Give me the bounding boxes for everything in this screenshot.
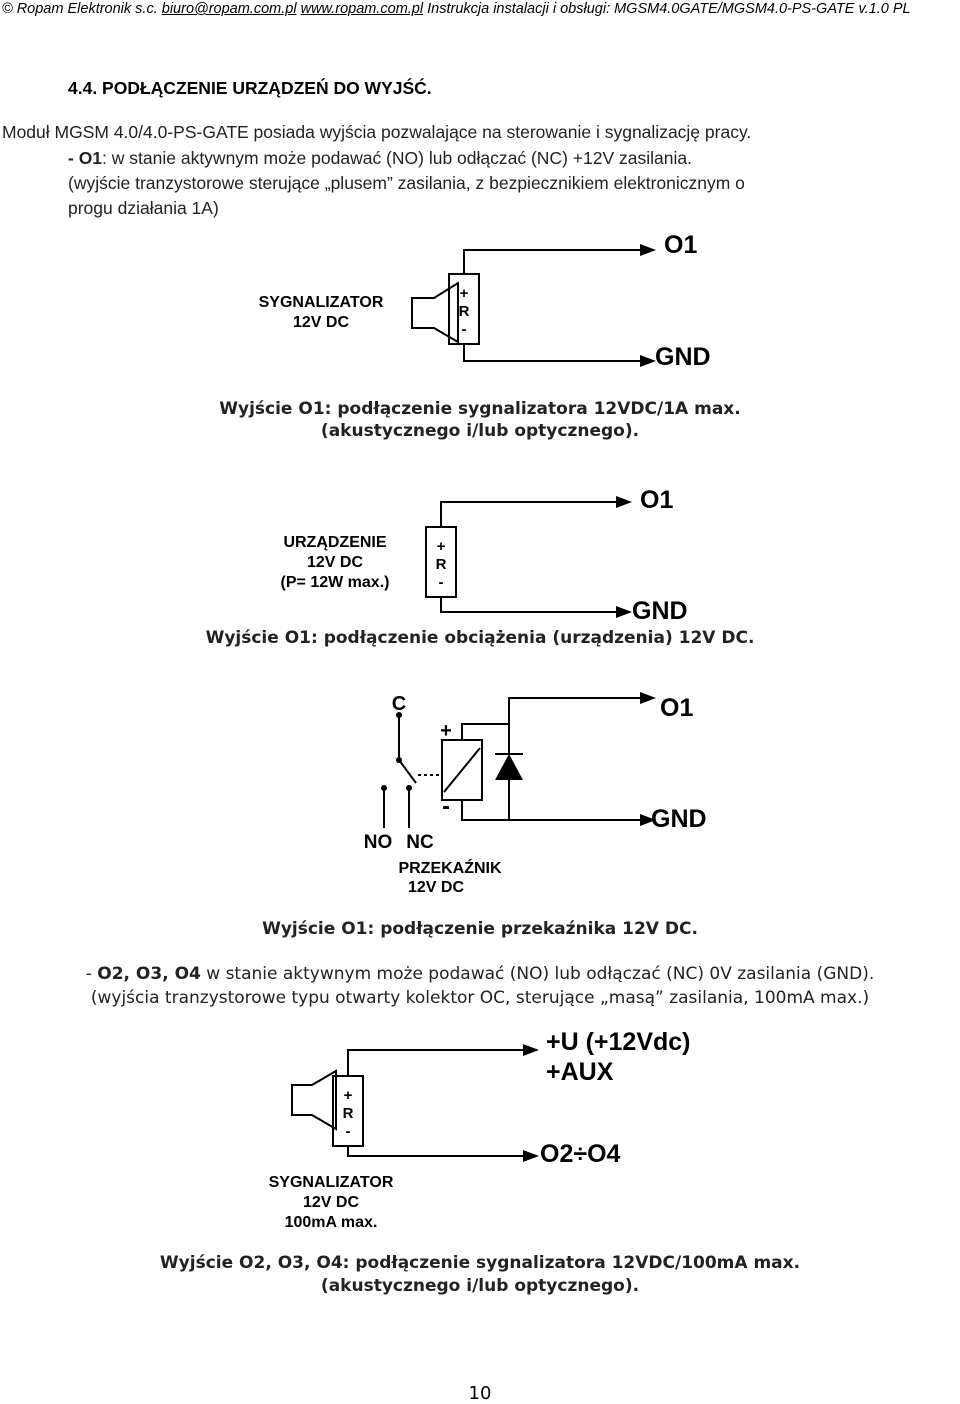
terminal-r: R [343, 1105, 354, 1122]
label-gnd: GND [632, 597, 688, 625]
diagram-o1-relay: O1 GND C NO NC + - PRZEKAŹNIK 12V DC [364, 692, 707, 896]
device-name: URZĄDZENIE [283, 534, 386, 551]
o1-description: - O1: w stanie aktywnym może podawać (NO… [68, 147, 692, 169]
label-no: NO [364, 832, 393, 853]
device-name: SYGNALIZATOR [269, 1174, 394, 1191]
label-gnd: GND [655, 343, 711, 371]
label-aux: +AUX [546, 1058, 614, 1086]
label-nc: NC [406, 832, 434, 853]
label-o2-o4: O2÷O4 [540, 1140, 621, 1168]
arrow-gnd [640, 814, 656, 826]
caption-diagram2: Wyjście O1: podłączenie obciążenia (urzą… [205, 628, 755, 648]
o1-text: : w stanie aktywnym może podawać (NO) lu… [102, 148, 692, 168]
terminal-minus: - [439, 574, 444, 591]
label-supply: +U (+12Vdc) [546, 1028, 691, 1056]
caption-diagram1-line2: (akustycznego i/lub optycznego). [320, 421, 640, 441]
o2-o4-description: - O2, O3, O4 w stanie aktywnym może poda… [0, 963, 960, 985]
diode-icon [495, 754, 523, 780]
website-link[interactable]: www.ropam.com.pl [300, 1, 424, 17]
label-c: C [392, 693, 406, 715]
device-voltage: 12V DC [293, 314, 349, 331]
siren-icon [291, 1069, 337, 1131]
section-title: 4.4. PODŁĄCZENIE URZĄDZEŃ DO WYJŚĆ. [68, 78, 432, 98]
o1-label: - O1 [68, 148, 103, 168]
page-number: 10 [468, 1383, 492, 1404]
terminal-plus: + [437, 538, 446, 555]
label-o1: O1 [664, 231, 697, 259]
device-current: 100mA max. [285, 1214, 378, 1231]
terminal-plus: + [460, 285, 469, 302]
o2-o4-note: (wyjścia tranzystorowe typu otwarty kole… [90, 988, 870, 1008]
diagram-o2-siren: +U (+12Vdc) +AUX O2÷O4 + R - SYGNALIZATO… [269, 1028, 691, 1231]
o2-text: w stanie aktywnym może podawać (NO) lub … [200, 964, 875, 984]
arrow-o1 [640, 692, 656, 704]
o2-o4-label: O2, O3, O4 [97, 964, 201, 984]
terminal-r: R [459, 303, 470, 320]
arrow-gnd [640, 355, 656, 367]
company-name: © Ropam Elektronik s.c. [2, 1, 158, 17]
o2-prefix: - [85, 964, 98, 984]
diagram-o1-siren: O1 GND SYGNALIZATOR 12V DC + R - [259, 231, 711, 371]
siren-icon [411, 281, 459, 344]
label-gnd: GND [651, 805, 707, 833]
caption-diagram4-line2: (akustycznego i/lub optycznego). [320, 1276, 640, 1296]
label-plus: + [440, 720, 452, 742]
arrow-o1 [616, 496, 632, 508]
terminal-plus: + [344, 1087, 353, 1104]
diagram-o1-device: O1 GND URZĄDZENIE 12V DC (P= 12W max.) +… [281, 486, 688, 625]
o1-note-line1: (wyjście tranzystorowe sterujące „plusem… [68, 173, 745, 193]
caption-diagram3: Wyjście O1: podłączenie przekaźnika 12V … [262, 919, 698, 939]
device-voltage: 12V DC [307, 554, 363, 571]
document-title: Instrukcja instalacji i obsługi: MGSM4.0… [427, 1, 911, 17]
terminal-minus: - [462, 321, 467, 338]
email-link[interactable]: biuro@ropam.com.pl [161, 1, 297, 17]
caption-diagram1-line1: Wyjście O1: podłączenie sygnalizatora 12… [219, 399, 741, 419]
o1-note-line2: progu działania 1A) [68, 198, 219, 218]
terminal-r: R [436, 556, 447, 573]
caption-diagram4-line1: Wyjście O2, O3, O4: podłączenie sygnaliz… [159, 1253, 801, 1273]
label-o1: O1 [640, 486, 673, 514]
device-power: (P= 12W max.) [281, 574, 390, 591]
device-voltage: 12V DC [303, 1194, 359, 1211]
contact-dots [381, 712, 412, 791]
page-header: © Ropam Elektronik s.c. biuro@ropam.com.… [2, 0, 911, 18]
relay-name: PRZEKAŹNIK [398, 858, 502, 877]
label-minus: - [442, 793, 450, 820]
arrow-gnd [616, 606, 632, 618]
arrow-o1 [640, 244, 656, 256]
arrow-supply [523, 1044, 539, 1056]
device-name: SYGNALIZATOR [259, 294, 384, 311]
label-o1: O1 [660, 694, 693, 722]
intro-paragraph: Moduł MGSM 4.0/4.0-PS-GATE posiada wyjśc… [2, 122, 752, 142]
relay-voltage: 12V DC [408, 879, 464, 896]
terminal-minus: - [346, 1123, 351, 1140]
arrow-o2 [523, 1150, 539, 1162]
